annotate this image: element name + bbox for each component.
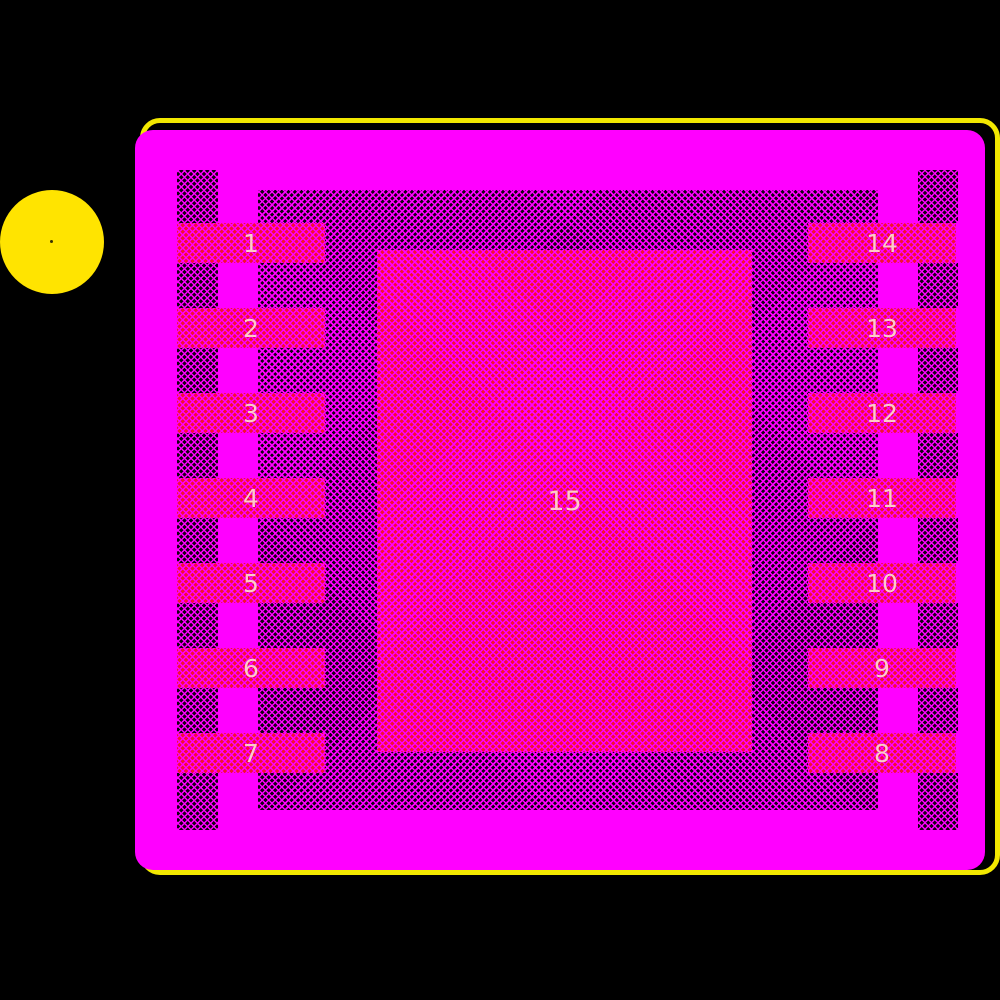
pad-13[interactable]: 13 — [808, 308, 956, 348]
hatch-rail-right-1 — [918, 263, 958, 308]
pad-11[interactable]: 11 — [808, 478, 956, 518]
pad-label-15: 15 — [547, 485, 582, 517]
pin1-marker-center-dot — [50, 240, 53, 243]
pad-label-11: 11 — [866, 483, 898, 513]
hatch-rail-left-5 — [177, 603, 218, 648]
pad-label-7: 7 — [243, 738, 259, 768]
pad-label-5: 5 — [243, 568, 259, 598]
hatch-rail-right-0 — [918, 170, 958, 223]
pad-15[interactable]: 15 — [377, 250, 752, 752]
hatch-rail-left-7 — [177, 773, 218, 830]
hatch-rail-left-3 — [177, 433, 218, 478]
pad-10[interactable]: 10 — [808, 563, 956, 603]
pad-label-2: 2 — [243, 313, 259, 343]
pad-5[interactable]: 5 — [177, 563, 325, 603]
hatch-rail-left-2 — [177, 348, 218, 393]
hatch-rail-right-3 — [918, 433, 958, 478]
pad-9[interactable]: 9 — [808, 648, 956, 688]
pad-3[interactable]: 3 — [177, 393, 325, 433]
pad-7[interactable]: 7 — [177, 733, 325, 773]
hatch-rail-right-4 — [918, 518, 958, 563]
hatch-rail-left-1 — [177, 263, 218, 308]
pad-12[interactable]: 12 — [808, 393, 956, 433]
hatch-rail-right-2 — [918, 348, 958, 393]
hatch-rail-left-6 — [177, 688, 218, 733]
pad-8[interactable]: 8 — [808, 733, 956, 773]
pad-label-4: 4 — [243, 483, 259, 513]
pad-1[interactable]: 1 — [177, 223, 325, 263]
hatch-rail-right-6 — [918, 688, 958, 733]
pad-label-13: 13 — [866, 313, 898, 343]
pad-label-3: 3 — [243, 398, 259, 428]
pad-14[interactable]: 14 — [808, 223, 956, 263]
pad-label-8: 8 — [874, 738, 890, 768]
hatch-rail-left-0 — [177, 170, 218, 223]
pad-4[interactable]: 4 — [177, 478, 325, 518]
pad-label-10: 10 — [866, 568, 898, 598]
pad-label-12: 12 — [866, 398, 898, 428]
pad-label-6: 6 — [243, 653, 259, 683]
pad-label-9: 9 — [874, 653, 890, 683]
pad-2[interactable]: 2 — [177, 308, 325, 348]
hatch-rail-right-7 — [918, 773, 958, 830]
pad-label-1: 1 — [243, 228, 259, 258]
hatch-rail-right-5 — [918, 603, 958, 648]
pad-label-14: 14 — [866, 228, 898, 258]
pad-6[interactable]: 6 — [177, 648, 325, 688]
hatch-rail-left-4 — [177, 518, 218, 563]
